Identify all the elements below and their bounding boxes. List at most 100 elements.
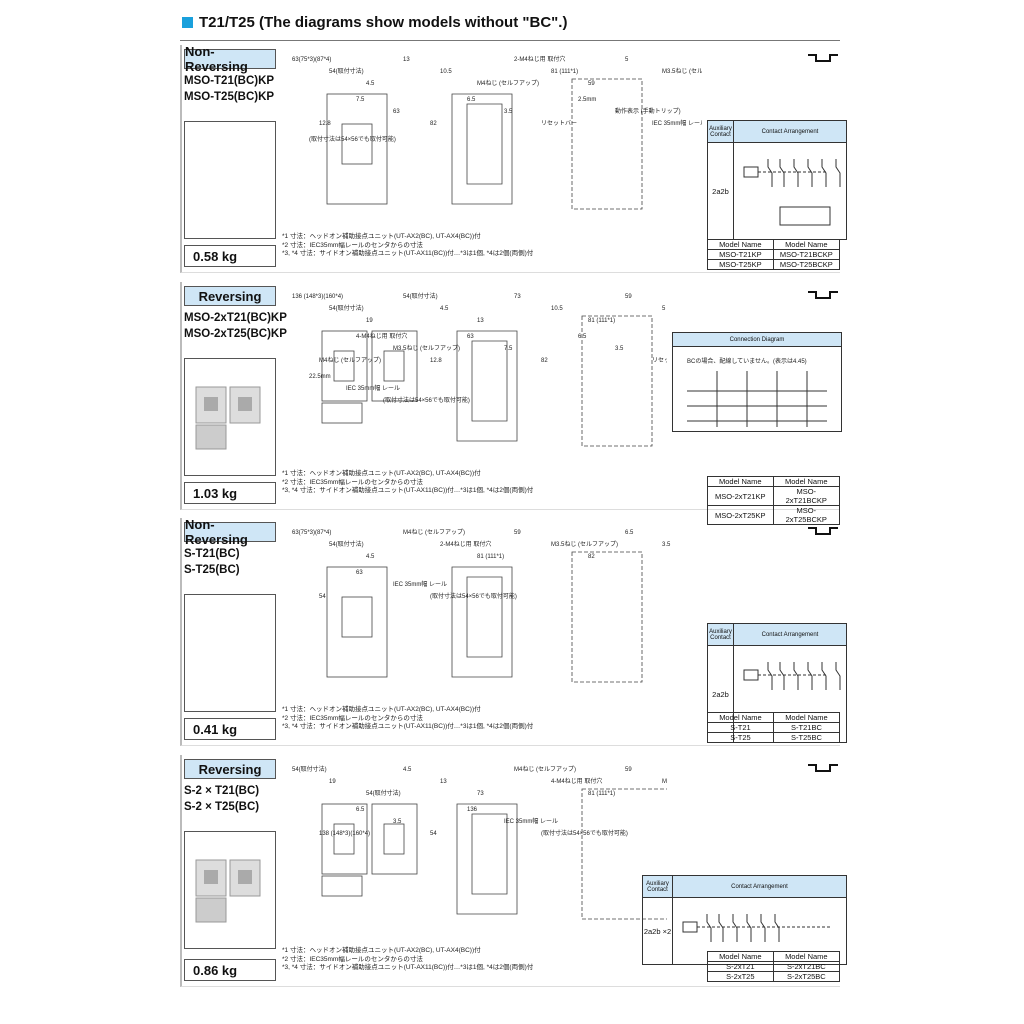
- dimension-label: 10.5: [440, 69, 452, 75]
- dimension-label: 12.8: [430, 358, 442, 364]
- dimension-label: M4ねじ (セルフアップ): [514, 766, 576, 773]
- dimension-label: IEC 35mm幅 レール: [652, 119, 702, 127]
- connection-diagram: BCの場合、配線していません。(表示は4.45): [687, 357, 827, 427]
- dimension-label: 4-M4ねじ用 取付穴: [551, 777, 602, 785]
- footnotes: *1 寸法：ヘッドオン補助接点ユニット(UT-AX2(BC), UT-AX4(B…: [282, 947, 533, 973]
- dimension-label: 2-M4ねじ用 取付穴: [440, 540, 491, 548]
- model-name: S-2 × T21(BC): [184, 785, 260, 797]
- dimension-label: 59: [588, 81, 595, 87]
- table-cell: S-T25: [707, 732, 774, 743]
- product-image: [184, 831, 276, 949]
- contact-arrangement-header: Contact Arrangement: [734, 624, 846, 645]
- dimension-label: IEC 35mm幅 レール: [504, 817, 558, 825]
- dimension-label: 54(取付寸法): [366, 789, 401, 797]
- dimension-label: 6.5: [467, 97, 476, 103]
- dimension-label: (取付寸法は54×56でも取付可能): [383, 396, 470, 404]
- model-name: MSO-2xT21(BC)KP: [184, 312, 287, 324]
- footnote: *2 寸法：IEC35mm幅レールのセンタからの寸法: [282, 955, 423, 963]
- table-header: Model Name: [707, 476, 774, 487]
- dimension-label: 13: [440, 779, 447, 785]
- dimension-label: M3.5ねじ (セルフアップ): [393, 345, 460, 352]
- dimension-label: 81 (111*1): [588, 791, 615, 797]
- footnote: *3, *4 寸法：サイドオン補助接点ユニット(UT-AX11(BC))付…*3…: [282, 250, 534, 257]
- model-name: S-2 × T25(BC): [184, 801, 260, 813]
- dimension-label: 63: [393, 109, 400, 115]
- product-image: [184, 121, 276, 239]
- contact-arrangement-diagram: [682, 914, 832, 942]
- aux-contact-header: Auxiliary Contact: [708, 624, 734, 645]
- footnote: *3, *4 寸法：サイドオン補助接点ユニット(UT-AX11(BC))付…*3…: [282, 723, 534, 730]
- aux-contact-header: Auxiliary Contact: [643, 876, 673, 897]
- dimension-label: 4-M4ねじ用 取付穴: [356, 332, 407, 340]
- connection-note: BCの場合、配線していません。(表示は4.45): [687, 357, 807, 365]
- dimension-label: 6.5: [356, 807, 365, 813]
- footnote: *1 寸法：ヘッドオン補助接点ユニット(UT-AX2(BC), UT-AX4(B…: [282, 233, 481, 240]
- model-name: MSO-T25(BC)KP: [184, 91, 275, 103]
- title-marker-icon: [182, 17, 193, 28]
- dimension-label: 2-M4ねじ用 取付穴: [514, 55, 565, 63]
- product-image: [184, 358, 276, 476]
- footnote: *1 寸法：ヘッドオン補助接点ユニット(UT-AX2(BC), UT-AX4(B…: [282, 470, 481, 477]
- table-cell: S-2xT21: [707, 961, 774, 972]
- dimension-label: 4.5: [366, 81, 375, 87]
- dimension-label: 3.5: [662, 542, 671, 548]
- dimension-label: 12.8: [319, 121, 331, 127]
- dimension-label: 4.5: [366, 554, 375, 560]
- dimension-label: M4ねじ (セルフアップ): [319, 357, 381, 364]
- table-header: Model Name: [772, 951, 841, 962]
- dimension-label: 3.5: [393, 819, 402, 825]
- dimension-label: 6.5: [578, 334, 587, 340]
- dimension-label: 4.5: [403, 767, 412, 773]
- dimension-label: (取付寸法は54×56でも取付可能): [430, 592, 517, 600]
- dimension-label: 動作表示 (手動トリップ): [615, 107, 681, 115]
- section-4: Reversing S-2 × T21(BC)S-2 × T25(BC) 0.8…: [180, 755, 847, 987]
- dimension-label: M4ねじ (セルフアップ): [403, 529, 465, 536]
- footnote: *3, *4 寸法：サイドオン補助接点ユニット(UT-AX11(BC))付…*3…: [282, 964, 534, 971]
- table-header: Model Name: [772, 476, 841, 487]
- din-rail-icon: [808, 291, 838, 299]
- model-name: S-T21(BC): [184, 548, 240, 560]
- dimension-label: 7.5: [504, 346, 513, 352]
- footnote: *2 寸法：IEC35mm幅レールのセンタからの寸法: [282, 714, 423, 722]
- product-image: [184, 594, 276, 712]
- footnotes: *1 寸法：ヘッドオン補助接点ユニット(UT-AX2(BC), UT-AX4(B…: [282, 470, 533, 496]
- dimension-label: 73: [477, 791, 484, 797]
- table-cell: MSO-2xT25KP: [707, 505, 774, 525]
- dimension-label: 2.5mm: [578, 97, 596, 103]
- model-list: S-2 × T21(BC) S-2 × T25(BC): [184, 783, 259, 815]
- dimension-label: 59: [625, 294, 632, 300]
- dimension-label: 5: [625, 57, 629, 63]
- dimension-label: リセットバー: [652, 357, 667, 364]
- dimension-label: 63(75*3)(87*4): [292, 530, 331, 536]
- table-cell: MSO-T21BCKP: [772, 249, 841, 260]
- din-rail-icon: [808, 527, 838, 535]
- dimension-label: 4.5: [440, 306, 449, 312]
- connection-diagram-header: Connection Diagram: [673, 333, 841, 346]
- table-header: Model Name: [707, 712, 774, 723]
- table-header: Model Name: [707, 239, 774, 250]
- dimension-label: 7.5: [356, 97, 365, 103]
- dimension-label: 5: [662, 306, 666, 312]
- dimension-label: 138 (148*3)(160*4): [319, 831, 370, 837]
- weight-label: 0.41 kg: [184, 718, 276, 740]
- dimension-label: 82: [588, 554, 595, 560]
- footnotes: *1 寸法：ヘッドオン補助接点ユニット(UT-AX2(BC), UT-AX4(B…: [282, 706, 533, 732]
- dimension-label: 73: [514, 294, 521, 300]
- dimension-label: 81 (111*1): [477, 554, 504, 560]
- contact-arrangement-diagram: [743, 662, 841, 690]
